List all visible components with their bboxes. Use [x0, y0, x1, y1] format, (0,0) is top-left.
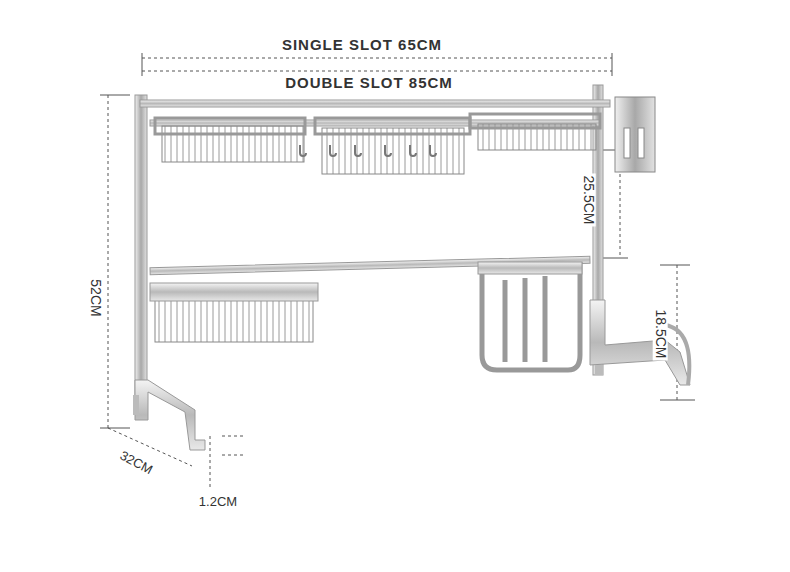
dimension-label: 1.2CM: [197, 495, 239, 509]
dimension-label: 32CM: [116, 448, 157, 479]
dimension-ticks: [100, 53, 695, 436]
dimension-lines: [108, 58, 677, 488]
width-label: DOUBLE SLOT 85CM: [283, 75, 455, 92]
dimension-label: 18.5CM: [652, 307, 667, 360]
dimension-label: 52CM: [87, 277, 102, 318]
width-label: SINGLE SLOT 65CM: [280, 37, 444, 54]
dimension-label: 25.5CM: [580, 173, 595, 226]
